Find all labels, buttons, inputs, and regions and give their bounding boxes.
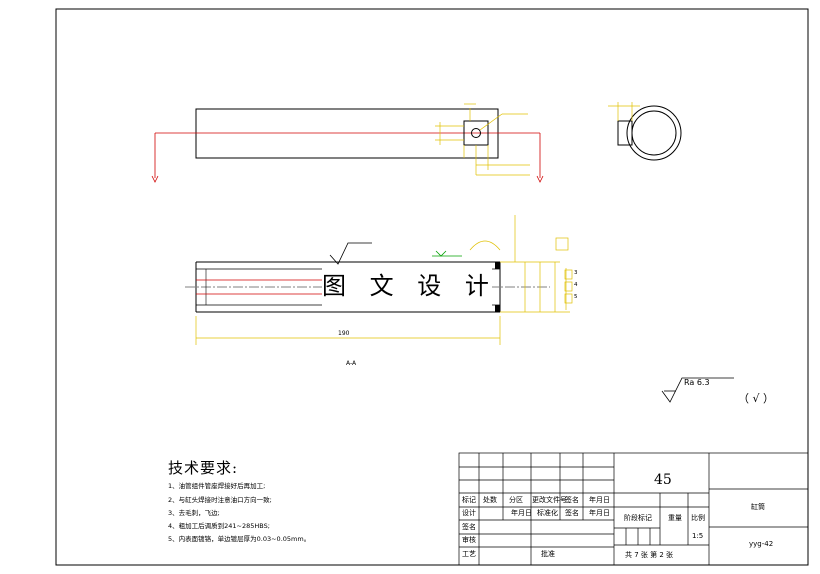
- tb-signature: 签名: [462, 523, 476, 531]
- tb-standard-sign: 签名: [565, 509, 579, 517]
- roughness-callout: Ra 6.3: [684, 378, 710, 387]
- tb-change-doc: 更改文件号: [532, 496, 567, 504]
- note-item: 3、去毛刺，飞边;: [168, 509, 220, 517]
- title-block-grid: [458, 452, 809, 566]
- tb-design-date: 年月日: [511, 509, 532, 517]
- tb-standard: 标准化: [537, 509, 558, 517]
- tb-date: 年月日: [589, 496, 610, 504]
- top-view: [151, 103, 544, 183]
- drawing-frame: [55, 8, 809, 566]
- watermark-text: 图 文 设 计: [322, 266, 492, 306]
- tb-part-name: 缸筒: [751, 503, 765, 511]
- tb-zone: 分区: [509, 496, 523, 504]
- tb-standard-date: 年月日: [589, 509, 610, 517]
- tb-stage-label: 阶段标记: [624, 514, 652, 522]
- tb-design: 设计: [462, 509, 476, 517]
- overall-length-dim: 190: [338, 330, 350, 337]
- tb-mark: 标记: [462, 496, 476, 504]
- note-item: 5、内表面镀铬，单边镀层厚为0.03~0.05mm。: [168, 535, 311, 543]
- tb-scale-label: 比例: [691, 514, 705, 522]
- tb-material: 45: [654, 472, 672, 488]
- tb-approve: 批准: [541, 550, 555, 558]
- tb-drawing-no: yyg-42: [749, 540, 774, 548]
- tb-process: 工艺: [462, 550, 476, 558]
- tb-scale-value: 1:5: [692, 532, 704, 540]
- roughness-symbol: [661, 377, 734, 403]
- tb-sign: 签名: [565, 496, 579, 504]
- notes-title: 技术要求:: [168, 459, 239, 477]
- sidebar-dim-3: 5: [574, 294, 578, 300]
- section-label: A-A: [346, 360, 357, 367]
- sidebar-dim-2: 4: [574, 282, 578, 288]
- tb-weight-label: 重量: [668, 514, 682, 522]
- sidebar-dim-1: 3: [574, 270, 578, 276]
- tb-review: 审核: [462, 536, 476, 544]
- tb-count: 处数: [483, 496, 497, 504]
- note-item: 1、油管组件管座焊接好后再加工;: [168, 482, 266, 490]
- end-view: [608, 102, 682, 161]
- tb-sheet-info: 共 7 张 第 2 张: [625, 551, 674, 559]
- roughness-other: （ √ ）: [738, 392, 775, 405]
- note-item: 2、与缸头焊接时注意油口方向一致;: [168, 496, 272, 504]
- note-item: 4、粗加工后调质到241~285HBS;: [168, 522, 270, 530]
